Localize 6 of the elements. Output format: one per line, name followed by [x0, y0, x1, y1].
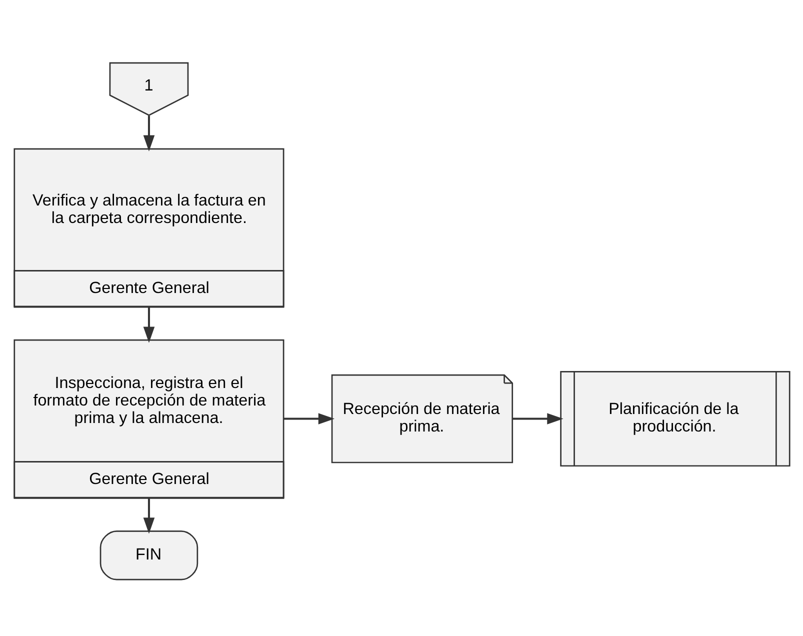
- arrow: [283, 412, 334, 424]
- arrow: [142, 115, 154, 151]
- arrow: [512, 412, 563, 424]
- node-box: FIN: [99, 530, 198, 580]
- arrow: [142, 497, 154, 534]
- arrow: [142, 306, 154, 342]
